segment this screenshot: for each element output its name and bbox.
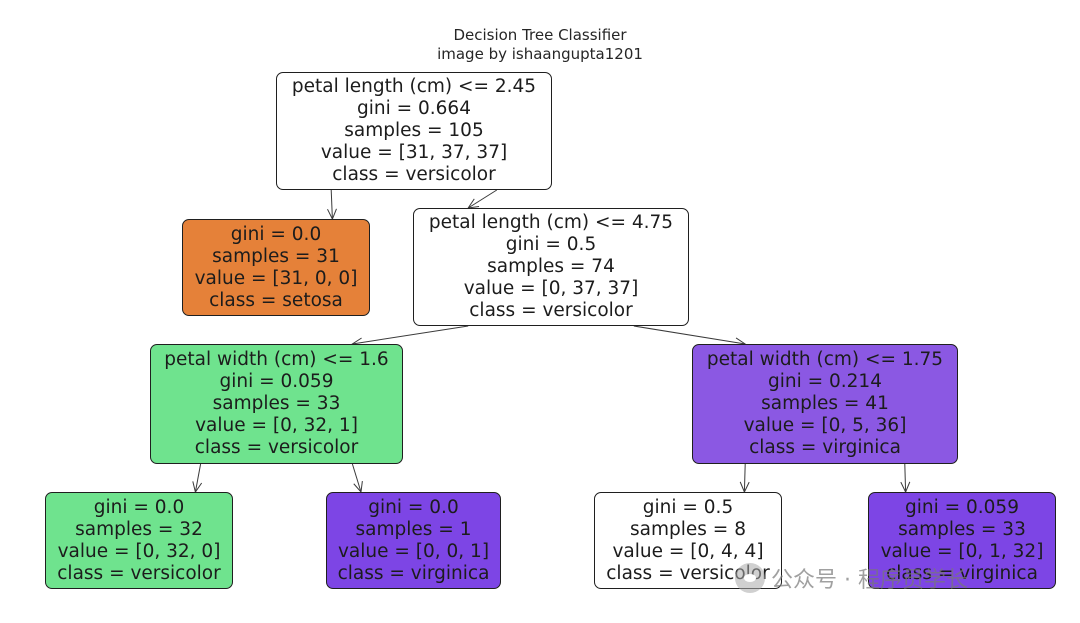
node-text-line: gini = 0.664 bbox=[357, 98, 471, 119]
node-text-line: gini = 0.059 bbox=[905, 496, 1019, 518]
node-text-line: gini = 0.5 bbox=[642, 496, 734, 518]
node-text-line: class = virginica bbox=[337, 562, 490, 584]
node-text-line: value = [0, 37, 37] bbox=[463, 278, 639, 299]
node-text-line: class = versicolor bbox=[332, 164, 496, 185]
node-text-line: samples = 32 bbox=[75, 518, 203, 540]
node-text-line: petal width (cm) <= 1.75 bbox=[706, 349, 944, 370]
node-text-line: samples = 31 bbox=[212, 245, 340, 267]
node-text-line: gini = 0.0 bbox=[93, 496, 185, 518]
wechat-logo-icon bbox=[735, 563, 765, 593]
node-text-line: class = versicolor bbox=[57, 562, 221, 584]
node-text-line: class = versicolor bbox=[469, 300, 633, 321]
node-text-line: gini = 0.0 bbox=[368, 496, 459, 518]
node-text-line: class = virginica bbox=[886, 562, 1038, 584]
title-line-1: Decision Tree Classifier bbox=[453, 26, 627, 44]
diagram-title: Decision Tree Classifier image by ishaan… bbox=[0, 26, 1080, 64]
node-text-line: samples = 105 bbox=[344, 120, 484, 141]
node-text-line: class = versicolor bbox=[194, 437, 359, 458]
node-text-line: value = [0, 32, 0] bbox=[57, 540, 221, 562]
node-text-line: petal length (cm) <= 4.75 bbox=[428, 212, 674, 233]
node-text-line: class = versicolor bbox=[606, 562, 770, 584]
node-text-line: value = [0, 32, 1] bbox=[195, 415, 358, 436]
node-text-line: samples = 8 bbox=[630, 518, 746, 540]
node-text-line: samples = 74 bbox=[487, 256, 615, 277]
tree-edge bbox=[467, 189, 498, 209]
tree-edge bbox=[352, 325, 469, 345]
node-text-line: gini = 0.059 bbox=[219, 371, 334, 392]
tree-edge bbox=[330, 189, 333, 220]
tree-edge bbox=[633, 325, 746, 345]
tree-edge bbox=[743, 463, 746, 493]
node-text-line: value = [0, 0, 1] bbox=[337, 540, 490, 562]
node-text-line: class = virginica bbox=[749, 437, 901, 458]
node-text-line: samples = 41 bbox=[761, 393, 889, 414]
node-text-line: value = [31, 0, 0] bbox=[194, 267, 358, 289]
node-text-line: value = [0, 4, 4] bbox=[612, 540, 764, 562]
node-text-line: gini = 0.5 bbox=[505, 234, 597, 255]
node-text-line: samples = 1 bbox=[355, 518, 472, 540]
node-text-line: petal length (cm) <= 2.45 bbox=[291, 76, 537, 97]
node-text-line: gini = 0.214 bbox=[768, 371, 882, 392]
tree-edge bbox=[194, 463, 202, 493]
node-text-line: value = [0, 5, 36] bbox=[743, 415, 907, 436]
watermark-text: 公众号 · 程序员学长 bbox=[771, 568, 968, 593]
node-text-line: gini = 0.0 bbox=[230, 223, 322, 245]
node-text-line: samples = 33 bbox=[898, 518, 1026, 540]
node-text-line: value = [0, 1, 32] bbox=[880, 540, 1044, 562]
tree-edge bbox=[351, 463, 362, 493]
node-text-line: samples = 33 bbox=[212, 393, 341, 414]
node-text-line: value = [31, 37, 37] bbox=[320, 142, 508, 163]
node-text-line: petal width (cm) <= 1.6 bbox=[164, 349, 389, 370]
tree-edge bbox=[904, 463, 907, 493]
title-line-2: image by ishaangupta1201 bbox=[437, 45, 643, 63]
watermark: 公众号 · 程序员学长 bbox=[735, 561, 968, 595]
node-text-line: class = setosa bbox=[209, 289, 343, 311]
